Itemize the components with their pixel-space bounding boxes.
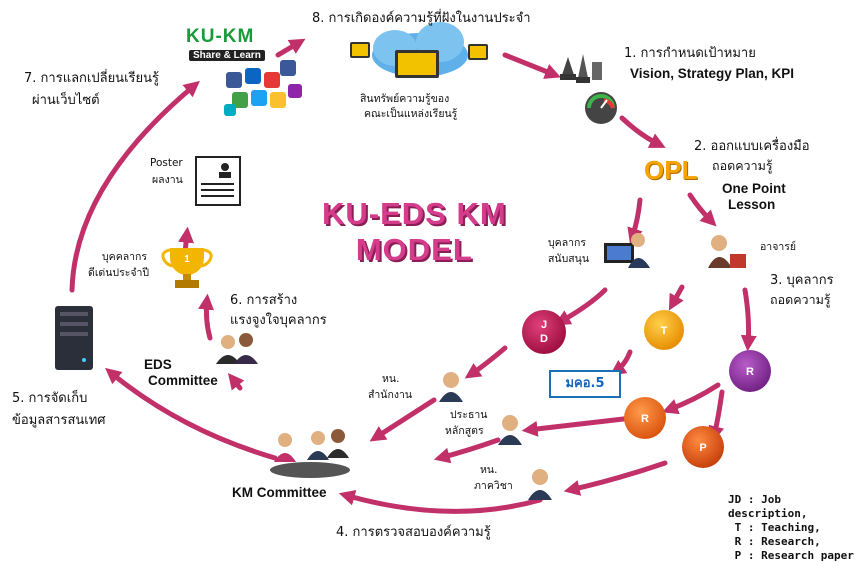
poster-label-1: Poster	[150, 157, 183, 169]
program-chair-label-2: หลักสูตร	[445, 425, 484, 437]
r-circle-2	[624, 397, 666, 439]
poster-label-2: ผลงาน	[152, 174, 183, 186]
model-title: KU-EDS KM MODEL	[322, 196, 507, 268]
teacher-label: อาจารย์	[760, 241, 797, 253]
p-circle	[682, 426, 724, 468]
trophy-icon: 1	[161, 248, 213, 288]
support-staff-icon	[604, 233, 650, 268]
legend-p: P : Research paper	[728, 549, 854, 562]
step-6-detail: แรงจูงใจบุคลากร	[230, 313, 327, 328]
opl-logo: OPL	[644, 155, 698, 185]
km-committee-icon	[270, 429, 350, 478]
program-chair-label-1: ประธาน	[450, 409, 488, 421]
legend-r: R : Research,	[728, 535, 821, 548]
program-chair-icon	[498, 415, 522, 445]
t-circle	[644, 310, 684, 350]
flow-arrows	[69, 38, 757, 514]
cloud-caption-1: สินทรัพย์ความรู้ของ	[360, 93, 450, 105]
dept-head-label-2: ภาควิชา	[474, 480, 513, 492]
trophy-label-1: บุคคลากร	[102, 251, 148, 263]
teacher-icon	[708, 235, 746, 268]
cloud-icon	[350, 22, 488, 78]
trophy-label-2: ดีเด่นประจำปี	[88, 267, 150, 279]
eds-committee-icon	[216, 333, 258, 364]
km-committee-label: KM Committee	[232, 485, 327, 500]
step-6-label: 6. การสร้าง	[230, 293, 298, 308]
t-circle-label: T	[661, 325, 668, 337]
step-7-label: 7. การแลกเปลี่ยนเรียนรู้	[24, 71, 159, 86]
step-1-detail: Vision, Strategy Plan, KPI	[630, 66, 795, 81]
model-title-line1: KU-EDS KM	[322, 196, 507, 231]
svg-text:1: 1	[184, 254, 190, 265]
step-8-label: 8. การเกิดองค์ความรู้ที่ฝังในงานประจำ	[312, 11, 531, 26]
jd-circle	[522, 310, 566, 354]
poster-icon	[195, 156, 241, 206]
step-2-lesson: Lesson	[728, 197, 776, 212]
step-3-label: 3. บุคลากร	[770, 273, 834, 288]
dept-head-label-1: หน.	[480, 464, 498, 476]
ku-km-tagline: Share & Learn	[189, 50, 265, 61]
eds-committee-label-2: Committee	[148, 373, 218, 388]
step-3-detail: ถอดความรู้	[770, 292, 831, 307]
step-2-one-point: One Point	[722, 181, 786, 196]
office-head-label-1: หน.	[382, 373, 400, 385]
step-5-label: 5. การจัดเก็บ	[12, 391, 88, 406]
legend-jd: JD : Job description,	[728, 493, 808, 520]
social-media-icons	[224, 60, 302, 116]
p-circle-label: P	[699, 442, 706, 454]
mkor-5-box: มคอ.5	[549, 370, 621, 398]
r-circle-1-label: R	[746, 366, 754, 378]
eds-committee-label-1: EDS	[144, 357, 172, 372]
jd-circle-label-j: J	[541, 319, 547, 331]
r-circle-2-label: R	[641, 413, 649, 425]
chess-target-icon	[560, 54, 617, 124]
step-1-label: 1. การกำหนดเป้าหมาย	[624, 46, 756, 61]
model-title-line2: MODEL	[355, 232, 473, 267]
legend-t: T : Teaching,	[728, 521, 821, 534]
office-head-icon	[439, 372, 463, 402]
step-7-detail: ผ่านเว็บไซต์	[32, 93, 100, 108]
step-2-detail: ถอดความรู้	[712, 158, 773, 173]
step-5-detail: ข้อมูลสารสนเทศ	[12, 413, 106, 428]
step-2-label: 2. ออกแบบเครื่องมือ	[694, 139, 810, 154]
office-head-label-2: สำนักงาน	[368, 389, 413, 401]
cloud-caption-2: คณะเป็นแหล่งเรียนรู้	[364, 108, 458, 120]
step-4-label: 4. การตรวจสอบองค์ความรู้	[336, 525, 491, 540]
support-staff-label-1: บุคลากร	[548, 237, 587, 249]
jd-circle-label-d: D	[540, 333, 548, 345]
server-icon	[55, 306, 93, 370]
dept-head-icon	[528, 469, 552, 500]
ku-km-logo: KU-KM	[186, 26, 255, 47]
r-circle-1	[729, 350, 771, 392]
support-staff-label-2: สนับสนุน	[548, 253, 590, 265]
